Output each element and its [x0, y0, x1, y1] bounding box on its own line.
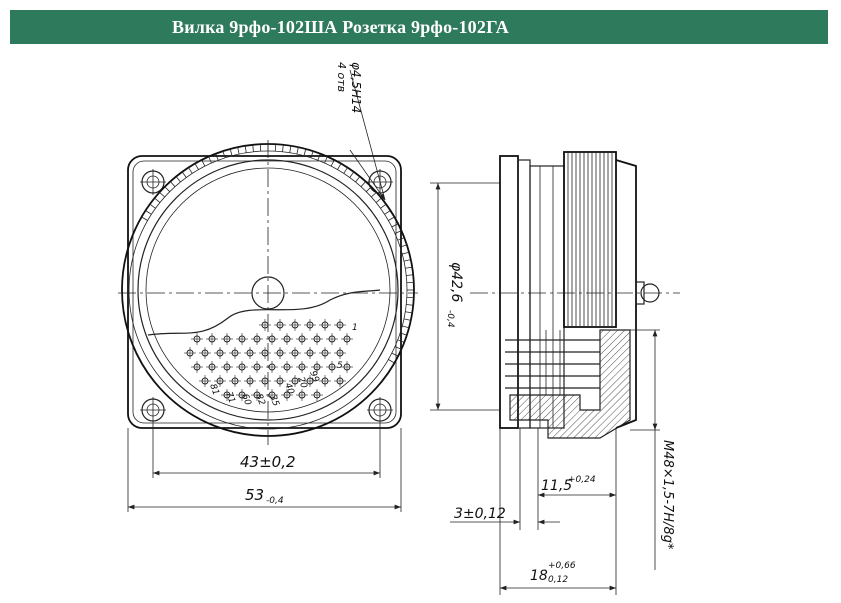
- dim-53-tol: -0,4: [266, 496, 284, 506]
- knurl-tick: [201, 159, 206, 167]
- mounting-hole-bl: [140, 397, 166, 423]
- knurl-tick: [159, 192, 165, 198]
- knurl-tick: [181, 171, 187, 178]
- section-pins: [505, 339, 600, 389]
- knurl-tick: [384, 210, 391, 215]
- side-body: [529, 165, 565, 429]
- dim-dia: φ42,6: [448, 262, 464, 303]
- pin-label-20: 20: [295, 376, 308, 390]
- knurl-tick: [391, 223, 399, 228]
- knurl-tick: [388, 216, 395, 221]
- knurl-tick: [388, 359, 395, 364]
- dim-18-tol-upper: +0,66: [548, 561, 576, 571]
- knurl-tick: [402, 251, 410, 255]
- knurl-tick: [252, 144, 254, 152]
- hole-count-label: 4 отв: [335, 62, 348, 92]
- front-view: 1 5 81 71 60 82 35 40 20 99 φ4,5H14 4 от…: [118, 62, 418, 512]
- knurl-tick: [330, 159, 335, 167]
- knurl-tick: [149, 203, 156, 209]
- knurl-tick: [244, 145, 247, 153]
- pin-label-60: 60: [239, 393, 252, 407]
- knurl-tick: [380, 203, 387, 209]
- dim-11-5-tol: +0,24: [568, 475, 596, 485]
- section-hatch: [509, 329, 631, 439]
- pin-label-35: 35: [267, 394, 280, 408]
- knurl-tick: [391, 352, 399, 357]
- cutaway-line: [147, 289, 381, 336]
- dim-dia-tol: -0,4: [445, 310, 455, 328]
- knurl-tick: [397, 339, 405, 343]
- knurl-tick: [296, 147, 299, 155]
- pin-label-1: 1: [352, 323, 358, 333]
- knurl-tick: [355, 176, 361, 183]
- knurl-tick: [405, 266, 413, 269]
- knurl-tick: [394, 230, 402, 234]
- dim-11-5: 11,5: [541, 478, 572, 494]
- dim-3: 3±0,12: [454, 506, 506, 522]
- knurl-tick: [394, 346, 402, 350]
- knurl-tick: [400, 332, 407, 336]
- knurl-tick: [375, 197, 382, 203]
- pin-label-81: 81: [207, 383, 220, 397]
- mounting-hole-tl: [140, 169, 166, 195]
- dim-53: 53: [245, 486, 264, 504]
- knurl-tick: [229, 148, 233, 156]
- knurl-tick: [403, 259, 411, 262]
- dim-18: 18: [530, 568, 548, 584]
- title-bar: Вилка 9рфо-102ША Розетка 9рфо-102ГА: [10, 10, 828, 44]
- knurl-tick: [324, 156, 328, 164]
- knurl-tick: [403, 318, 411, 321]
- knurl-ticks: [141, 144, 414, 364]
- knurl-tick: [337, 163, 342, 170]
- pin-label-82: 82: [253, 393, 266, 407]
- pin-label-99: 99: [307, 370, 320, 384]
- pin-label-5: 5: [337, 361, 343, 371]
- knurl-tick: [349, 171, 355, 178]
- dim-43: 43±0,2: [240, 453, 296, 471]
- flange-outline: [127, 155, 402, 429]
- knurl-tick: [215, 153, 219, 161]
- knurl-nut: [563, 151, 617, 328]
- knurl-tick: [402, 325, 410, 329]
- side-view: φ42,6 -0,4 М48×1,5-7Н/8g* 11,5 +0,24 3±0…: [430, 151, 680, 595]
- mounting-hole-br: [367, 397, 393, 423]
- knurl-tick: [154, 197, 161, 203]
- hole-leader: [349, 69, 386, 201]
- pin-grid: [184, 319, 353, 401]
- knurl-tick: [310, 151, 314, 158]
- dim-thread: М48×1,5-7Н/8g*: [660, 440, 675, 550]
- knurl-tick: [303, 148, 307, 156]
- pin-label-71: 71: [223, 391, 236, 405]
- pin-label-40: 40: [282, 382, 295, 396]
- knurl-tick: [405, 311, 413, 314]
- hole-dia-label: φ4,5H14: [349, 62, 363, 113]
- knurl-tick: [145, 210, 152, 215]
- knurl-tick: [397, 237, 405, 241]
- knurl-tick: [282, 144, 284, 152]
- dim-18-tol-lower: 0,12: [548, 575, 568, 585]
- page-title: Вилка 9рфо-102ША Розетка 9рфо-102ГА: [172, 16, 509, 37]
- knurl-tick: [360, 181, 366, 187]
- knurl-tick: [343, 167, 348, 174]
- knurl-tick: [194, 163, 199, 170]
- knurl-tick: [371, 192, 377, 198]
- knurl-tick: [175, 176, 181, 183]
- knurl-tick: [366, 186, 372, 192]
- knurl-tick: [406, 304, 414, 306]
- knurl-tick: [164, 186, 170, 192]
- flange-inner-outline: [132, 160, 397, 424]
- knurl-tick: [237, 147, 240, 155]
- knurl-tick: [289, 145, 292, 153]
- knurl-tick: [222, 151, 226, 158]
- knurl-tick: [208, 156, 212, 164]
- side-flange: [499, 155, 519, 429]
- knurl-tick: [317, 153, 321, 161]
- knurl-tick: [188, 167, 193, 174]
- knurl-tick: [170, 181, 176, 187]
- inner-ring: [137, 159, 399, 421]
- knurl-tick: [406, 274, 414, 276]
- knurl-tick: [141, 216, 148, 221]
- knurl-tick: [400, 244, 407, 248]
